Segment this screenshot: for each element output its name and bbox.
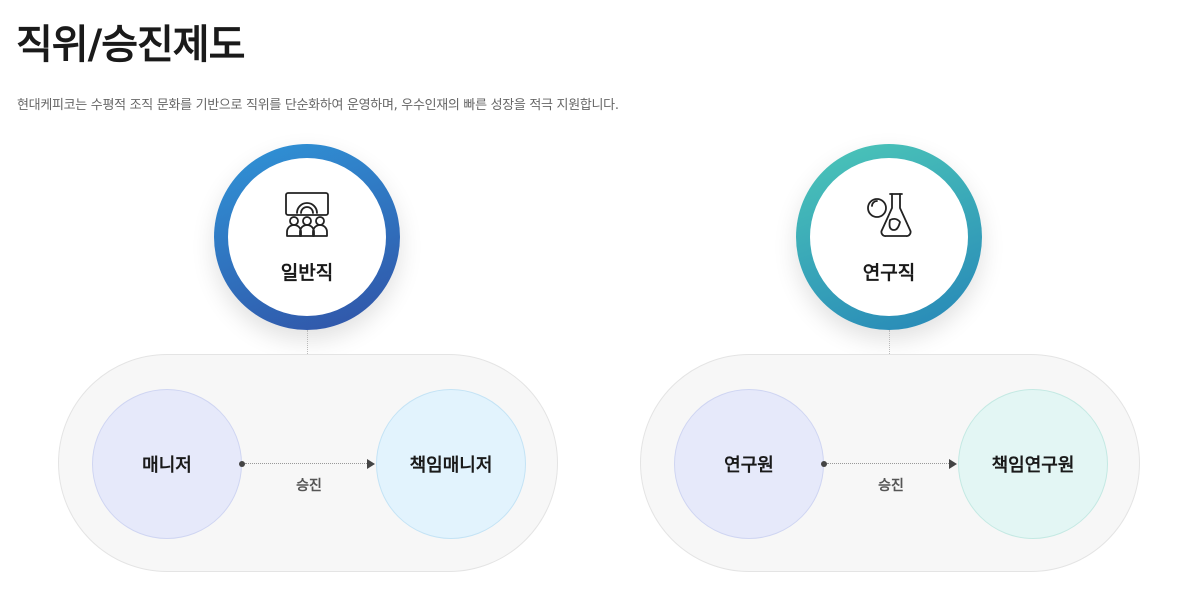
connector-line — [889, 330, 890, 354]
promotion-path: 연구원 승진 책임연구원 — [640, 354, 1140, 572]
page-description: 현대케피코는 수평적 조직 문화를 기반으로 직위를 단순화하여 운영하며, 우… — [17, 98, 619, 113]
position-from: 매니저 — [92, 389, 242, 539]
promotion-path: 매니저 승진 책임매니저 — [58, 354, 558, 572]
arrow-right-icon — [949, 459, 957, 469]
promotion-label: 승진 — [296, 478, 322, 494]
track-name: 일반직 — [280, 262, 334, 284]
track-general: 일반직 매니저 승진 책임매니저 — [58, 140, 558, 580]
track-badge: 일반직 — [214, 144, 400, 330]
position-to: 책임연구원 — [958, 389, 1108, 539]
track-research: 연구직 연구원 승진 책임연구원 — [640, 140, 1140, 580]
arrow-start-dot — [821, 461, 827, 467]
presentation-group-icon — [285, 192, 329, 237]
page-title: 직위/승진제도 — [16, 22, 245, 68]
arrow-start-dot — [239, 461, 245, 467]
connector-line — [307, 330, 308, 354]
track-badge: 연구직 — [796, 144, 982, 330]
promotion-label: 승진 — [878, 478, 904, 494]
track-name: 연구직 — [862, 262, 916, 284]
arrow-right-icon — [367, 459, 375, 469]
arrow-line — [245, 463, 369, 464]
arrow-line — [827, 463, 951, 464]
flask-icon — [867, 193, 912, 237]
position-from: 연구원 — [674, 389, 824, 539]
position-to: 책임매니저 — [376, 389, 526, 539]
